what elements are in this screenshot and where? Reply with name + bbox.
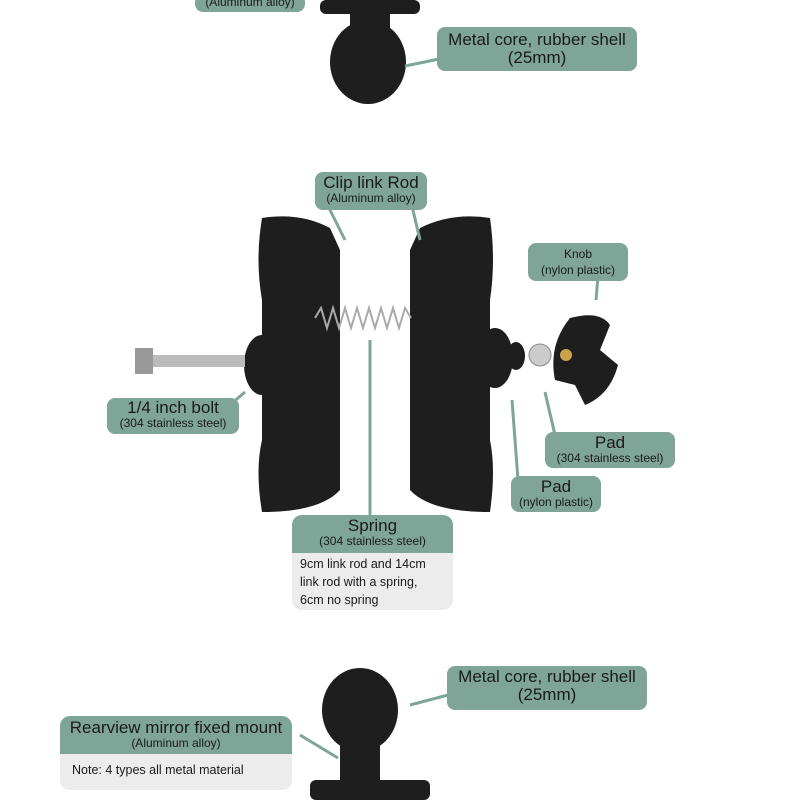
spring-label: Spring (304 stainless steel) xyxy=(292,515,453,553)
pad-nylon-sub: (nylon plastic) xyxy=(518,494,594,509)
top-ball xyxy=(330,20,406,104)
pad-steel-label: Pad (304 stainless steel) xyxy=(545,432,675,468)
bottom-ball-label: Metal core, rubber shell (25mm) xyxy=(447,666,647,710)
pad-nylon xyxy=(507,342,525,370)
spring xyxy=(314,304,412,332)
clip-arm-left xyxy=(258,216,340,512)
clip-boss-right xyxy=(477,328,513,388)
top-ball-title: Metal core, rubber shell xyxy=(448,30,626,49)
knob-sub: (nylon plastic) xyxy=(540,262,616,277)
top-mount-label: (Aluminum alloy) xyxy=(195,0,305,12)
spring-note-line: link rod with a spring, xyxy=(300,575,418,590)
knob-title: Knob xyxy=(563,247,593,261)
clip-rod-label: Clip link Rod (Aluminum alloy) xyxy=(315,172,427,210)
bolt-title: 1/4 inch bolt xyxy=(127,398,219,417)
clip-rod-sub: (Aluminum alloy) xyxy=(326,190,416,205)
mirror-mount-label: Rearview mirror fixed mount (Aluminum al… xyxy=(60,716,292,754)
pad-steel xyxy=(528,343,552,367)
knob-label: Knob (nylon plastic) xyxy=(528,243,628,281)
pad-nylon-label: Pad (nylon plastic) xyxy=(511,476,601,512)
clip-boss-left xyxy=(244,335,280,395)
bottom-stem xyxy=(340,745,380,785)
spring-sub: (304 stainless steel) xyxy=(319,533,426,548)
bottom-ball-title: Metal core, rubber shell xyxy=(458,667,636,686)
bolt-label: 1/4 inch bolt (304 stainless steel) xyxy=(107,398,239,434)
spring-title: Spring xyxy=(347,516,398,535)
bottom-ball xyxy=(322,668,398,752)
spring-note: 9cm link rod and 14cm link rod with a sp… xyxy=(292,553,453,610)
mirror-mount-title: Rearview mirror fixed mount xyxy=(69,718,283,737)
top-ball-label: Metal core, rubber shell (25mm) xyxy=(437,27,637,71)
mirror-mount-sub: (Aluminum alloy) xyxy=(131,735,221,750)
top-mount-base xyxy=(320,0,420,14)
bolt xyxy=(150,355,245,367)
pad-steel-sub: (304 stainless steel) xyxy=(556,450,664,465)
bottom-base xyxy=(310,780,430,800)
spring-note-line: 6cm no spring xyxy=(300,593,379,608)
spring-note-line: 9cm link rod and 14cm xyxy=(300,557,426,571)
bottom-ball-sub: (25mm) xyxy=(517,684,577,704)
bolt-sub: (304 stainless steel) xyxy=(119,415,227,430)
mirror-mount-note: Note: 4 types all metal material xyxy=(60,754,292,790)
clip-arm-right xyxy=(410,216,493,512)
top-ball-sub: (25mm) xyxy=(507,47,567,67)
knob xyxy=(553,315,618,405)
clip-rod-title: Clip link Rod xyxy=(323,173,419,192)
pad-steel-title: Pad xyxy=(594,433,626,452)
pad-nylon-title: Pad xyxy=(540,477,572,496)
